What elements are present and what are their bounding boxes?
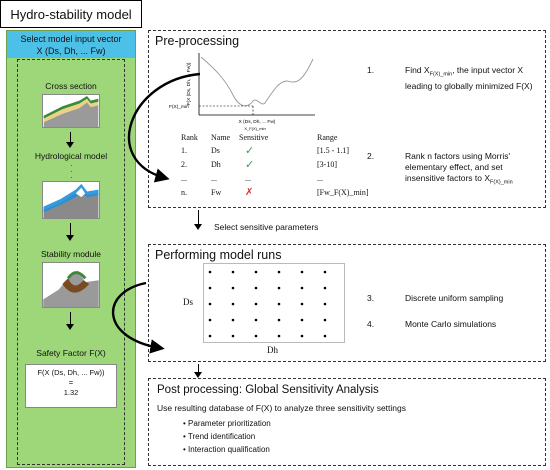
row-rank: 2. <box>181 160 187 169</box>
pre-processing-box: Pre-processing F(X (Ds, Dh, ... Fw)) F(X… <box>148 30 546 208</box>
module-label-stability: Stability module <box>40 249 101 259</box>
row-rank: n. <box>181 188 187 197</box>
bullet-text: Trend identification <box>187 432 256 441</box>
step-2-part-b: elementary effect, and set <box>405 162 503 172</box>
module-label-hydrological: Hydrological model <box>34 151 108 161</box>
arrow-down-icon <box>194 372 202 378</box>
bullet-text: Parameter prioritization <box>188 419 271 428</box>
list-item: • Interaction qualification <box>183 445 270 454</box>
select-sensitive-label: Select sensitive parameters <box>214 222 319 232</box>
arrow-line-1 <box>70 132 71 144</box>
step-2-text: Rank n factors using Morris' elementary … <box>405 151 543 189</box>
step-4-number: 4. <box>367 319 375 329</box>
safety-formula: F(X (Ds, Dh, ... Fw)) <box>37 368 105 377</box>
list-item: • Trend identification <box>183 432 256 441</box>
arrow-down-icon <box>66 142 74 148</box>
step-2-number: 2. <box>367 151 375 161</box>
table-row: n. Fw ✗ [Fw_F(X)_min] <box>181 187 393 202</box>
input-vector-header: Select model input vector X (Ds, Dh, ...… <box>7 31 135 58</box>
step-2-sub: F(X)_min <box>490 179 513 186</box>
sample-points <box>208 270 327 338</box>
bullet-list: • Parameter prioritization • Trend ident… <box>183 417 271 456</box>
row-range: [3-10] <box>317 160 337 169</box>
table-header: Rank Name Sensitive Range <box>181 133 393 146</box>
post-processing-title: Post processing: Global Sensitivity Anal… <box>157 384 379 396</box>
arrow-line-3 <box>70 312 71 326</box>
row-name: Dh <box>211 160 221 169</box>
list-item: • Parameter prioritization <box>183 419 271 428</box>
plot-fmin-label: F(X)_min <box>169 104 189 110</box>
module-label-cross-section: Cross section <box>45 81 97 91</box>
row-range: ... <box>317 174 323 183</box>
check-icon: ✓ <box>245 159 255 171</box>
row-name: ... <box>211 174 217 183</box>
input-vector-line2: X (Ds, Dh, ... Fw) <box>36 46 106 56</box>
step-4-text: Monte Carlo simulations <box>405 319 497 329</box>
post-processing-intro: Use resulting database of F(X) to analyz… <box>157 403 406 413</box>
step-1-sub: F(X)_min <box>429 71 453 78</box>
plot-y-label: F(X (Ds, Dh, ... Fw)) <box>186 62 192 105</box>
arrow-line-runs <box>198 364 199 374</box>
arrow-down-icon <box>66 324 74 330</box>
step-3-text: Discrete uniform sampling <box>405 293 504 303</box>
module-label-safety-factor: Safety Factor F(X) <box>36 348 106 358</box>
cross-section-image <box>42 94 100 128</box>
header-range: Range <box>317 133 338 142</box>
row-name: Ds <box>211 146 220 155</box>
check-icon: ✓ <box>245 145 255 157</box>
axis-y-label: Ds <box>183 297 194 307</box>
model-runs-title: Performing model runs <box>155 248 282 262</box>
row-rank: ... <box>181 174 187 183</box>
bullet-text: Interaction qualification <box>188 445 270 454</box>
header-rank: Rank <box>181 133 198 142</box>
axis-x-label: Dh <box>267 345 278 355</box>
step-1-number: 1. <box>367 65 375 75</box>
hydrological-model-image <box>42 181 100 219</box>
safety-factor-box: F(X (Ds, Dh, ... Fw)) = 1.32 <box>25 364 117 408</box>
stability-module-image <box>42 262 100 308</box>
objective-function-plot: F(X (Ds, Dh, ... Fw)) F(X)_min X (Ds, Dh… <box>169 53 315 131</box>
step-2-part-c: insensitive factors to X <box>405 173 491 183</box>
row-range: [1.5 - 1.1] <box>317 146 349 155</box>
plot-x-sub-label: X_F(X)_min <box>244 126 265 131</box>
sampling-grid <box>203 263 345 343</box>
step-1-part-a: Find X <box>405 65 430 75</box>
header-name: Name <box>211 133 231 142</box>
step-2-part-a: Rank n factors using Morris' <box>405 151 511 161</box>
model-runs-box: Performing model runs Ds Dh 3. Discrete … <box>148 244 546 362</box>
safety-value: 1.32 <box>63 388 79 397</box>
step-1-text: Find XF(X)_min, the input vector X leadi… <box>405 65 543 92</box>
table-row: ... ... ... ... <box>181 174 393 188</box>
post-processing-box: Post processing: Global Sensitivity Anal… <box>148 378 546 466</box>
cross-icon: ✗ <box>245 187 254 198</box>
step-1-part-c: leading to globally minimized F(X) <box>405 80 533 91</box>
arrow-line-pre <box>198 210 199 226</box>
ranking-table: Rank Name Sensitive Range 1. Ds ✓ [1.5 -… <box>181 133 393 202</box>
input-vector-line1: Select model input vector <box>20 34 122 44</box>
plot-x-label: X (Ds, Dh, ... Fw) <box>239 119 276 125</box>
ellipsis-dots: ··· <box>70 161 73 182</box>
model-title: Hydro-stability model <box>0 0 142 28</box>
table-row: 1. Ds ✓ [1.5 - 1.1] <box>181 145 393 160</box>
step-3-number: 3. <box>367 293 375 303</box>
arrow-down-icon <box>66 235 74 241</box>
row-name: Fw <box>211 188 222 197</box>
hydro-stability-panel: Select model input vector X (Ds, Dh, ...… <box>6 30 136 468</box>
step-1-part-b: , the input vector X <box>452 65 524 75</box>
row-rank: 1. <box>181 146 187 155</box>
arrow-down-icon <box>194 224 202 230</box>
pre-processing-title: Pre-processing <box>155 34 240 48</box>
arrow-line-2 <box>70 223 71 237</box>
module-chain-frame <box>17 59 125 465</box>
safety-equals: = <box>68 378 74 387</box>
table-row: 2. Dh ✓ [3-10] <box>181 159 393 174</box>
row-sensitive: ... <box>245 174 251 183</box>
header-sensitive: Sensitive <box>239 133 269 142</box>
row-range: [Fw_F(X)_min] <box>317 188 369 197</box>
